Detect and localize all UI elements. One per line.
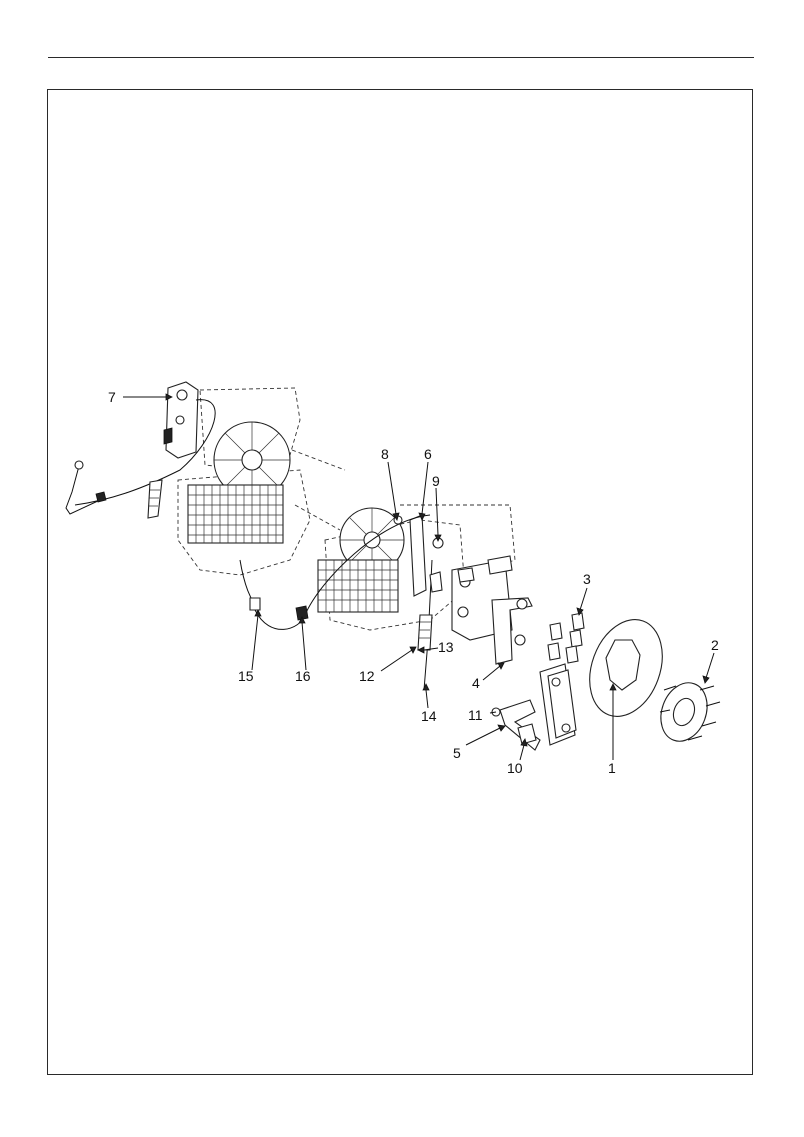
callout-6: 6 [424, 446, 432, 462]
caliper-mount [451, 555, 533, 665]
callout-4: 4 [472, 675, 480, 691]
callout-1: 1 [608, 760, 616, 776]
callout-16: 16 [295, 668, 311, 684]
part-10-clip [517, 723, 537, 745]
left-transaxle [65, 381, 311, 611]
callout-7: 7 [108, 389, 116, 405]
callout-14: 14 [421, 708, 437, 724]
callout-5: 5 [453, 745, 461, 761]
callout-2: 2 [711, 637, 719, 653]
callout-10: 10 [507, 760, 523, 776]
callout-13: 13 [438, 639, 454, 655]
part-2-hub [659, 682, 721, 742]
header-rule [48, 57, 754, 58]
callout-12: 12 [359, 668, 375, 684]
caliper-pads [539, 663, 577, 746]
callout-11: 11 [468, 707, 483, 723]
callout-labels: 7 8 6 9 3 2 13 12 4 15 16 14 11 5 10 1 [108, 389, 719, 776]
callout-8: 8 [381, 446, 389, 462]
figure-frame [47, 89, 753, 1075]
part-7-bracket [163, 381, 199, 459]
center-finned-block [317, 559, 399, 613]
part-5-bracket [499, 699, 541, 751]
callout-9: 9 [432, 473, 440, 489]
callout-15: 15 [238, 668, 254, 684]
part-1-brake-disc [589, 619, 663, 717]
center-transaxle [254, 504, 516, 691]
left-finned-block [187, 484, 284, 544]
leader-lines [123, 393, 715, 761]
callout-3: 3 [583, 571, 591, 587]
part-3-bolts [547, 612, 585, 664]
